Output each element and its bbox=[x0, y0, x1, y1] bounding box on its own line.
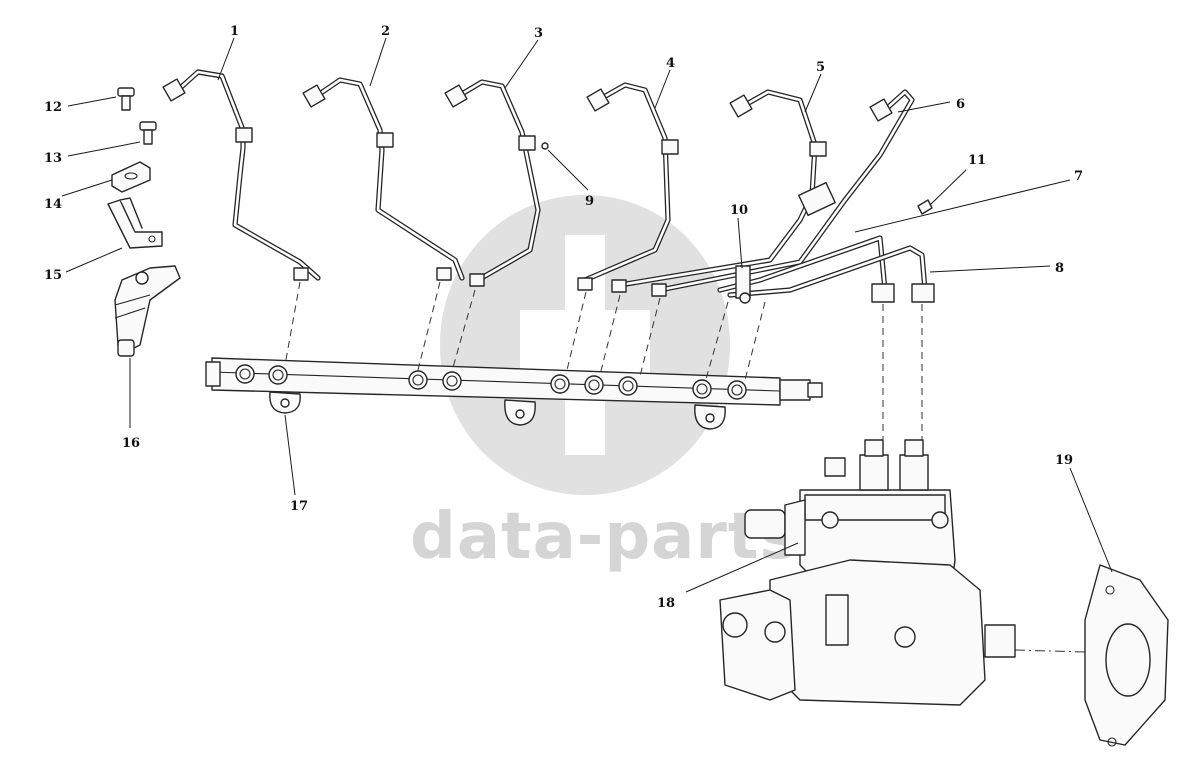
watermark-logo bbox=[440, 195, 730, 495]
pipe-clamp-block[interactable] bbox=[798, 181, 836, 217]
injector-pipe-6[interactable] bbox=[651, 89, 915, 297]
watermark-text: data-parts bbox=[410, 500, 799, 574]
leader-lines bbox=[61, 37, 1113, 593]
small-screw-11[interactable] bbox=[917, 199, 933, 215]
clamp-bolt[interactable] bbox=[739, 292, 751, 304]
clamp-plate-14[interactable] bbox=[111, 161, 151, 193]
callout-3: 3 bbox=[534, 26, 543, 41]
callout-6: 6 bbox=[956, 97, 965, 112]
pipe-nut-right[interactable] bbox=[911, 283, 935, 303]
injector-pipe-4[interactable] bbox=[577, 82, 679, 291]
callout-13: 13 bbox=[44, 151, 62, 166]
injector-pipe-1[interactable] bbox=[162, 69, 321, 281]
callout-11: 11 bbox=[968, 153, 986, 168]
injector-16[interactable] bbox=[114, 265, 181, 357]
injector-pipe-2[interactable] bbox=[302, 77, 465, 281]
fuel-rail[interactable] bbox=[205, 357, 823, 430]
bolt-12[interactable] bbox=[117, 87, 135, 111]
callout-17: 17 bbox=[290, 499, 308, 514]
rail-ports bbox=[235, 364, 747, 400]
callout-1: 1 bbox=[230, 24, 239, 39]
drive-flange-19[interactable] bbox=[1084, 564, 1169, 747]
bolt-13[interactable] bbox=[139, 121, 157, 145]
callout-8: 8 bbox=[1055, 261, 1064, 276]
callout-4: 4 bbox=[666, 56, 675, 71]
assembly-lines bbox=[284, 281, 1086, 653]
callout-12: 12 bbox=[44, 100, 62, 115]
callout-19: 19 bbox=[1055, 453, 1073, 468]
callout-10: 10 bbox=[730, 203, 748, 218]
callout-15: 15 bbox=[44, 268, 62, 283]
injector-pipe-5[interactable] bbox=[611, 89, 827, 293]
callout-labels: 1 2 3 4 5 6 7 8 9 10 11 12 13 14 15 16 1… bbox=[44, 24, 1083, 611]
injection-pump-18[interactable] bbox=[719, 439, 1016, 706]
callout-18: 18 bbox=[657, 596, 675, 611]
callout-16: 16 bbox=[122, 436, 140, 451]
callout-9: 9 bbox=[585, 194, 594, 209]
callout-5: 5 bbox=[816, 60, 825, 75]
injector-pipe-8[interactable] bbox=[727, 245, 928, 298]
clip-bolt-9[interactable] bbox=[541, 142, 549, 150]
callout-2: 2 bbox=[381, 24, 390, 39]
callout-7: 7 bbox=[1074, 169, 1083, 184]
pipe-nut-left[interactable] bbox=[871, 283, 895, 303]
callout-14: 14 bbox=[44, 197, 62, 212]
fork-clamp-15[interactable] bbox=[107, 197, 163, 249]
injector-pipe-3[interactable] bbox=[444, 79, 541, 287]
